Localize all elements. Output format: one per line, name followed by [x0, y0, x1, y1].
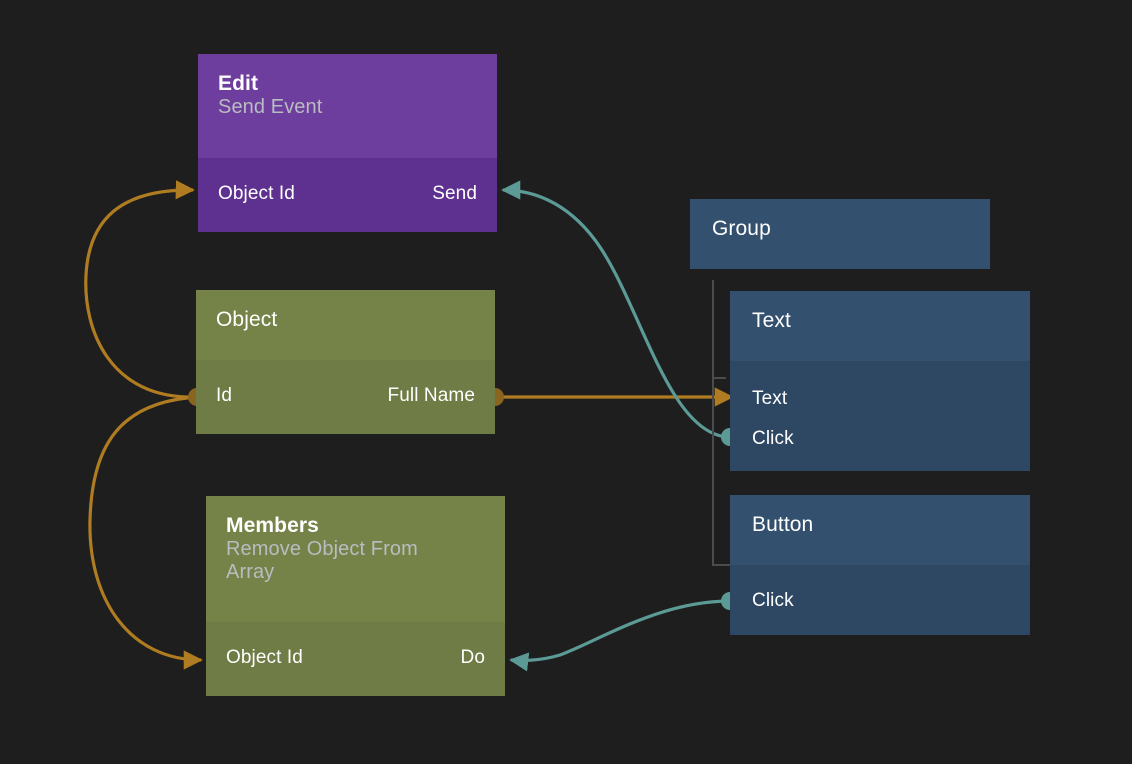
node-button-header: Button	[730, 495, 1030, 565]
node-edit-title: Edit	[218, 72, 259, 95]
node-members[interactable]: Members Remove Object From Array Object …	[206, 496, 505, 696]
node-object-title: Object	[216, 308, 278, 331]
node-text-port-click-label[interactable]: Click	[752, 428, 794, 449]
node-object-port-row[interactable]: Id Full Name	[196, 376, 495, 416]
node-text-port-click[interactable]: Click	[730, 419, 1030, 459]
node-object-output-port-label[interactable]: Full Name	[387, 385, 475, 406]
node-members-title: Members	[226, 514, 319, 537]
node-group-header: Group	[690, 199, 990, 269]
node-edit-port-row[interactable]: Object Id Send	[198, 174, 497, 214]
node-text-port-text[interactable]: Text	[730, 379, 1030, 419]
node-edit-output-port-label[interactable]: Send	[432, 183, 477, 204]
node-object-body: Id Full Name	[196, 360, 495, 434]
node-edit-subtitle: Send Event	[218, 95, 323, 118]
node-object-header: Object	[196, 290, 495, 360]
wire-object-id-to-edit-objectid	[84, 180, 198, 399]
node-text-title: Text	[752, 309, 791, 332]
node-text-header: Text	[730, 291, 1030, 361]
node-text-port-text-label[interactable]: Text	[752, 388, 788, 409]
node-members-output-port-label[interactable]: Do	[460, 647, 485, 668]
group-tree-vertical-line	[712, 280, 714, 566]
node-button-title: Button	[752, 513, 814, 536]
node-edit-input-port-label[interactable]: Object Id	[218, 183, 295, 204]
group-tree-branch-text	[712, 377, 726, 379]
node-edit-body: Object Id Send	[198, 158, 497, 232]
node-members-body: Object Id Do	[206, 622, 505, 696]
node-members-header: Members Remove Object From Array	[206, 496, 505, 622]
node-members-input-port-label[interactable]: Object Id	[226, 647, 303, 668]
node-group-title: Group	[712, 217, 771, 240]
node-edit[interactable]: Edit Send Event Object Id Send	[198, 54, 497, 232]
node-object-input-port-label[interactable]: Id	[216, 385, 233, 406]
group-tree-branch-button	[712, 564, 730, 566]
node-object[interactable]: Object Id Full Name	[196, 290, 495, 434]
node-members-subtitle: Remove Object From Array	[226, 537, 418, 584]
node-edit-header: Edit Send Event	[198, 54, 497, 158]
node-text-body: Text Click	[730, 361, 1030, 471]
node-button-port-click[interactable]: Click	[730, 581, 1030, 621]
wire-object-id-to-members-objectid	[88, 395, 203, 670]
node-members-port-row[interactable]: Object Id Do	[206, 638, 505, 678]
node-button-port-click-label[interactable]: Click	[752, 590, 794, 611]
node-button-body: Click	[730, 565, 1030, 635]
node-text[interactable]: Text Text Click	[730, 291, 1030, 471]
wire-button-click-to-members-do	[509, 599, 731, 672]
node-group[interactable]: Group	[690, 199, 990, 269]
node-button[interactable]: Button Click	[730, 495, 1030, 635]
